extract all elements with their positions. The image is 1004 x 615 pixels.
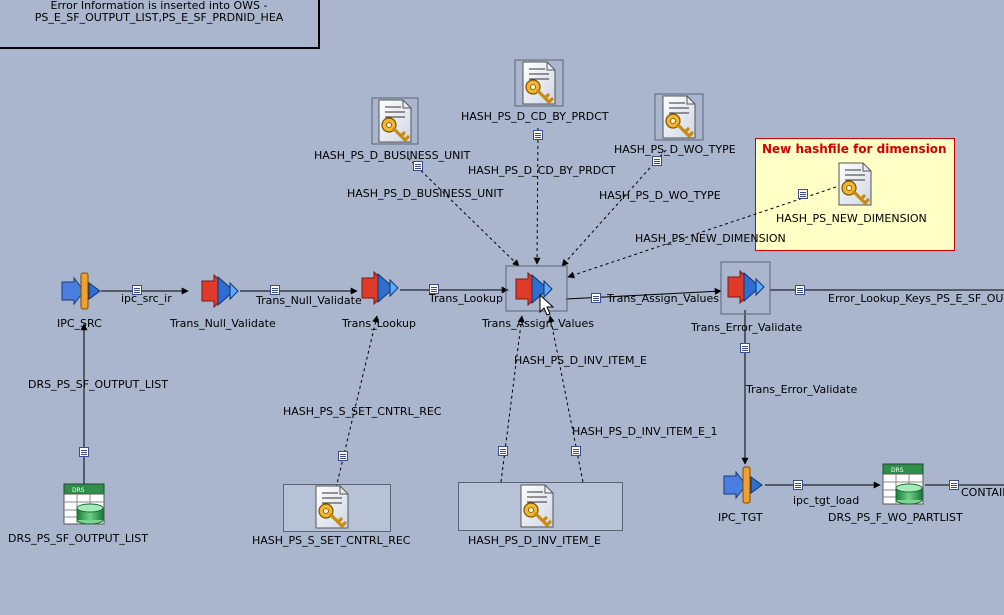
label-link-hash-s-set-cntrl-rec: HASH_PS_S_SET_CNTRL_REC [283, 405, 442, 418]
drs-badge-1: DRS [72, 487, 85, 494]
label-ipc-tgt: IPC_TGT [718, 511, 763, 524]
hash-wo-type-icon[interactable] [661, 94, 697, 140]
label-link-trans-lookup: Trans_Lookup [429, 292, 503, 305]
trans-lookup-icon[interactable] [361, 271, 399, 305]
hash-s-set-cntrl-rec-icon[interactable] [314, 484, 350, 530]
label-drs-ps-sf-output-list: DRS_PS_SF_OUTPUT_LIST [8, 532, 148, 545]
label-drs-ps-f-wo-partlist: DRS_PS_F_WO_PARTLIST [828, 511, 963, 524]
label-link-drs-ps-sf-output-list: DRS_PS_SF_OUTPUT_LIST [28, 378, 168, 391]
label-link-ipc-src-ir: ipc_src_ir [121, 292, 172, 305]
link-marker-drs-output[interactable] [79, 447, 89, 457]
link-marker-cd-by-prdct[interactable] [533, 130, 543, 140]
link-marker-s-set-cntrl[interactable] [338, 451, 348, 461]
label-link-hash-wo-type: HASH_PS_D_WO_TYPE [599, 189, 721, 202]
label-link-hash-new-dimension: HASH_PS_NEW_DIMENSION [635, 232, 786, 245]
link-marker-business-unit[interactable] [413, 161, 423, 171]
link-hash-s-set-cntrl-rec[interactable] [335, 315, 379, 489]
label-link-hash-inv-item-e: HASH_PS_D_INV_ITEM_E [514, 354, 647, 367]
hash-new-dimension-icon[interactable] [837, 161, 873, 207]
link-marker-error-lookup[interactable] [795, 285, 805, 295]
label-link-trans-error-validate: Trans_Error_Validate [746, 383, 858, 396]
label-link-hash-cd-by-prdct: HASH_PS_D_CD_BY_PRDCT [468, 164, 616, 177]
label-hash-cd-by-prdct: HASH_PS_D_CD_BY_PRDCT [461, 110, 609, 123]
label-link-ipc-tgt-load: ipc_tgt_load [793, 494, 860, 507]
annotation-line-1: Error Information is inserted into OWS - [50, 0, 268, 12]
label-hash-s-set-cntrl-rec: HASH_PS_S_SET_CNTRL_REC [252, 534, 411, 547]
link-hash-business-unit[interactable] [407, 157, 520, 267]
trans-error-validate-icon[interactable] [727, 270, 765, 304]
link-marker-new-dimension[interactable] [798, 189, 808, 199]
link-marker-contain[interactable] [949, 480, 959, 490]
hash-business-unit-icon[interactable] [377, 98, 413, 144]
trans-assign-values-frame [505, 265, 568, 312]
mouse-cursor-icon [539, 293, 555, 316]
new-dimension-note[interactable]: New hashfile for dimension [755, 138, 955, 251]
label-trans-assign-values: Trans_Assign_Values [482, 317, 595, 330]
label-hash-wo-type: HASH_PS_D_WO_TYPE [614, 143, 736, 156]
link-hash-inv-item-e-1[interactable] [547, 315, 584, 483]
link-marker-inv-item-e[interactable] [498, 446, 508, 456]
annotation-line-2: PS_E_SF_OUTPUT_LIST,PS_E_SF_PRDNID_HEA [34, 11, 284, 24]
link-marker-assign-values[interactable] [591, 293, 601, 303]
trans-null-validate-icon[interactable] [201, 274, 239, 308]
label-trans-lookup: Trans_Lookup [342, 317, 416, 330]
link-marker-error-validate[interactable] [740, 343, 750, 353]
link-marker-lookup[interactable] [429, 284, 439, 294]
label-ipc-src: IPC_SRC [57, 317, 102, 330]
label-link-error-lookup-keys: Error_Lookup_Keys_PS_E_SF_OUTP [828, 292, 1004, 305]
hash-cd-by-prdct-icon[interactable] [521, 60, 557, 106]
link-hash-inv-item-e[interactable] [500, 315, 525, 483]
label-link-trans-null-validate: Trans_Null_Validate [256, 294, 362, 307]
label-link-trans-assign-values: Trans_Assign_Values [607, 292, 720, 305]
hash-inv-item-e-icon[interactable] [519, 483, 555, 529]
link-marker-ipc-src-ir[interactable] [132, 285, 142, 295]
link-marker-wo-type[interactable] [652, 156, 662, 166]
link-hash-cd-by-prdct[interactable] [533, 127, 541, 265]
link-marker-inv-item-e-1[interactable] [571, 446, 581, 456]
trans-error-validate-frame [720, 261, 771, 315]
trans-assign-values-icon[interactable] [515, 272, 553, 306]
ipc-src-icon[interactable] [61, 272, 101, 310]
link-hash-wo-type[interactable] [561, 149, 667, 267]
hash-business-unit-frame [371, 97, 419, 145]
hash-cd-by-prdct-frame [514, 59, 564, 107]
label-link-hash-business-unit: HASH_PS_D_BUSINESS_UNIT [347, 187, 504, 200]
label-trans-error-validate: Trans_Error_Validate [691, 321, 803, 334]
label-link-contain: CONTAIN [961, 486, 1004, 499]
ipc-tgt-icon[interactable] [723, 466, 763, 504]
label-trans-null-validate: Trans_Null_Validate [170, 317, 276, 330]
annotation-box[interactable]: Error Information is inserted into OWS -… [0, 0, 320, 49]
note-title: New hashfile for dimension [762, 142, 947, 156]
drs-badge-2: DRS [891, 467, 904, 474]
link-marker-tgt-load[interactable] [793, 480, 803, 490]
label-hash-new-dimension: HASH_PS_NEW_DIMENSION [776, 212, 927, 225]
label-hash-inv-item-e: HASH_PS_D_INV_ITEM_E [468, 534, 601, 547]
label-link-hash-inv-item-e-1: HASH_PS_D_INV_ITEM_E_1 [572, 425, 718, 438]
label-hash-business-unit: HASH_PS_D_BUSINESS_UNIT [314, 149, 471, 162]
link-hash-new-dimension[interactable] [567, 186, 837, 279]
hash-wo-type-frame [654, 93, 704, 141]
link-marker-null-validate[interactable] [270, 285, 280, 295]
